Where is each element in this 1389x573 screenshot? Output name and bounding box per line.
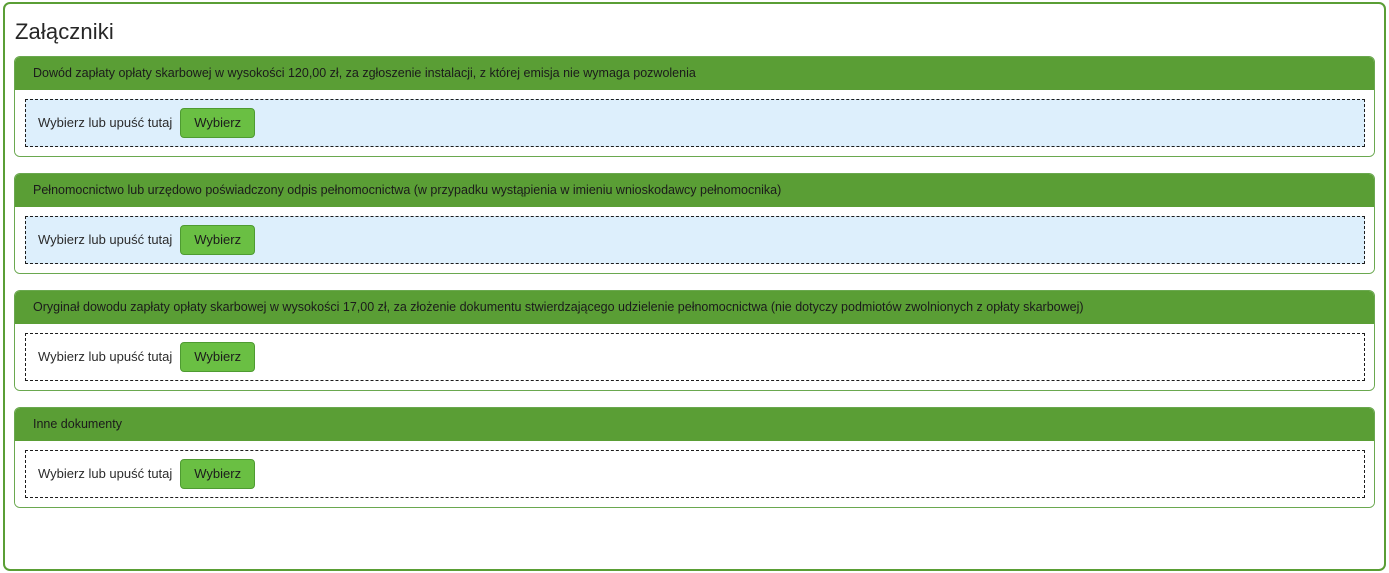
file-dropzone[interactable]: Wybierz lub upuść tutaj Wybierz: [25, 99, 1365, 147]
attachment-title: Pełnomocnictwo lub urzędowo poświadczony…: [15, 174, 1374, 207]
attachment-title: Inne dokumenty: [15, 408, 1374, 441]
choose-file-button[interactable]: Wybierz: [180, 108, 256, 138]
attachment-card-list: Dowód zapłaty opłaty skarbowej w wysokoś…: [5, 46, 1384, 508]
attachment-card: Dowód zapłaty opłaty skarbowej w wysokoś…: [14, 56, 1375, 157]
dropzone-label: Wybierz lub upuść tutaj: [38, 349, 173, 364]
attachment-body: Wybierz lub upuść tutaj Wybierz: [15, 324, 1374, 390]
attachment-card: Oryginał dowodu zapłaty opłaty skarbowej…: [14, 290, 1375, 391]
attachment-title: Dowód zapłaty opłaty skarbowej w wysokoś…: [15, 57, 1374, 90]
file-dropzone[interactable]: Wybierz lub upuść tutaj Wybierz: [25, 333, 1365, 381]
dropzone-label: Wybierz lub upuść tutaj: [38, 466, 173, 481]
page-title: Załączniki: [15, 19, 114, 44]
attachment-body: Wybierz lub upuść tutaj Wybierz: [15, 207, 1374, 273]
choose-file-button[interactable]: Wybierz: [180, 459, 256, 489]
file-dropzone[interactable]: Wybierz lub upuść tutaj Wybierz: [25, 450, 1365, 498]
attachment-body: Wybierz lub upuść tutaj Wybierz: [15, 90, 1374, 156]
attachment-card: Inne dokumenty Wybierz lub upuść tutaj W…: [14, 407, 1375, 508]
file-dropzone[interactable]: Wybierz lub upuść tutaj Wybierz: [25, 216, 1365, 264]
dropzone-label: Wybierz lub upuść tutaj: [38, 115, 173, 130]
attachment-title: Oryginał dowodu zapłaty opłaty skarbowej…: [15, 291, 1374, 324]
choose-file-button[interactable]: Wybierz: [180, 342, 256, 372]
attachment-body: Wybierz lub upuść tutaj Wybierz: [15, 441, 1374, 507]
attachments-panel: Załączniki Dowód zapłaty opłaty skarbowe…: [3, 2, 1386, 571]
dropzone-label: Wybierz lub upuść tutaj: [38, 232, 173, 247]
choose-file-button[interactable]: Wybierz: [180, 225, 256, 255]
attachment-card: Pełnomocnictwo lub urzędowo poświadczony…: [14, 173, 1375, 274]
